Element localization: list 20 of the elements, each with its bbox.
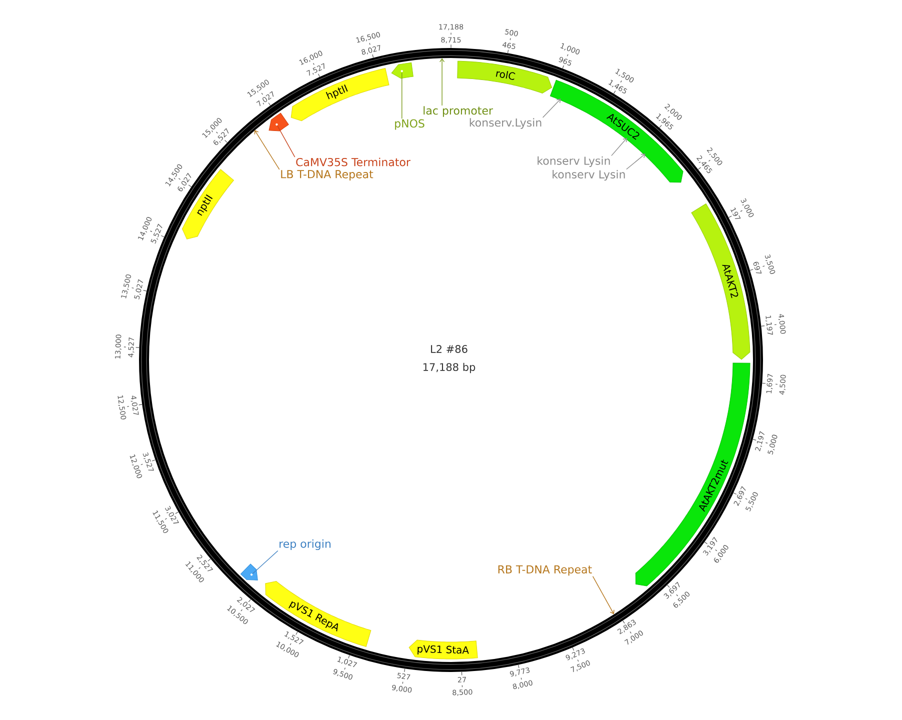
annotation-label: rep origin	[280, 539, 330, 550]
leader-arrow	[254, 130, 280, 170]
feature-band	[240, 564, 258, 580]
leader-arrow	[542, 98, 561, 118]
leader-line	[277, 125, 296, 158]
annotation-label: pNOS	[395, 119, 424, 130]
leader-arrow	[592, 576, 614, 614]
annotation-label: LB T-DNA Repeat	[281, 170, 374, 180]
feature-band: pVS1 StaA	[408, 640, 478, 660]
annotation-label: konserv.Lysin	[470, 118, 542, 129]
feature-band	[391, 62, 414, 79]
annotation-label: RB T-DNA Repeat	[498, 565, 592, 576]
annotation-label: lac promoter	[424, 106, 493, 117]
leader-arrow	[626, 154, 646, 170]
leader-arrow	[611, 138, 628, 156]
annotation-label: konserv Lysin	[552, 170, 625, 181]
feature-band: rolC	[457, 60, 552, 94]
leader-line	[252, 550, 278, 574]
annotation-label: CaMV35S Terminator	[296, 158, 410, 166]
feature-band	[268, 112, 289, 132]
